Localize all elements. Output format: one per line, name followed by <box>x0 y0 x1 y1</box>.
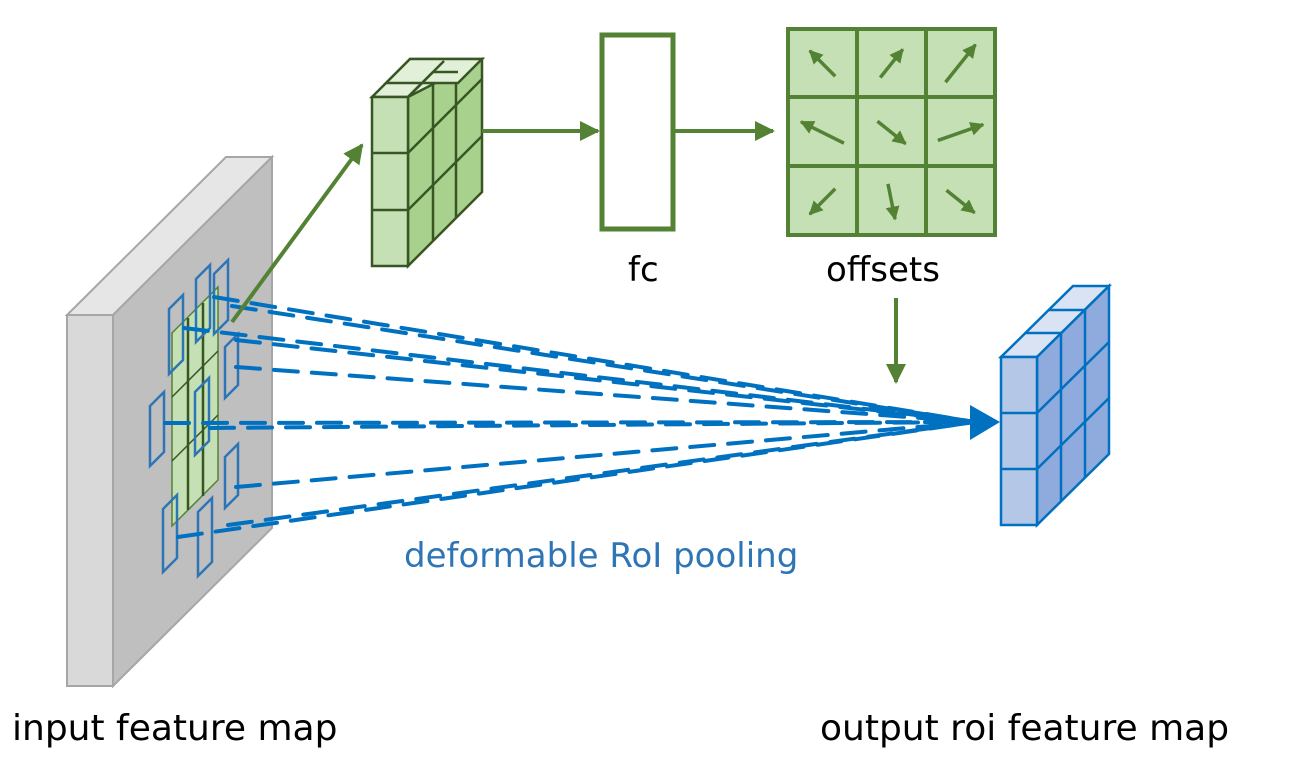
offsets-label: offsets <box>826 250 940 290</box>
dashed-projection-lines <box>163 295 977 539</box>
offset-arrow-icon <box>937 122 985 143</box>
offset-arrow-icon <box>878 48 905 79</box>
slab-side <box>66 314 114 687</box>
deformable-roi-pooling-label: deformable RoI pooling <box>404 536 799 576</box>
output-roi-feature-block <box>997 283 1113 528</box>
fc-label: fc <box>628 250 659 290</box>
offset-arrow-icon <box>799 120 845 145</box>
pooling-arrowhead <box>970 405 1000 440</box>
offset-arrow-icon <box>876 119 907 146</box>
fc-layer-box <box>599 32 676 232</box>
offset-arrow-icon <box>945 188 976 215</box>
offset-arrows <box>799 43 985 221</box>
roi-to-features-arrow <box>230 143 364 324</box>
offset-arrow-icon <box>885 183 900 221</box>
input-feature-map-label: input feature map <box>12 708 338 749</box>
roi-feature-block <box>368 56 486 270</box>
offset-arrow-icon <box>944 43 977 84</box>
offset-arrow-icon <box>808 49 837 78</box>
offset-arrow-icon <box>808 187 837 216</box>
output-roi-feature-map-label: output roi feature map <box>820 708 1230 749</box>
